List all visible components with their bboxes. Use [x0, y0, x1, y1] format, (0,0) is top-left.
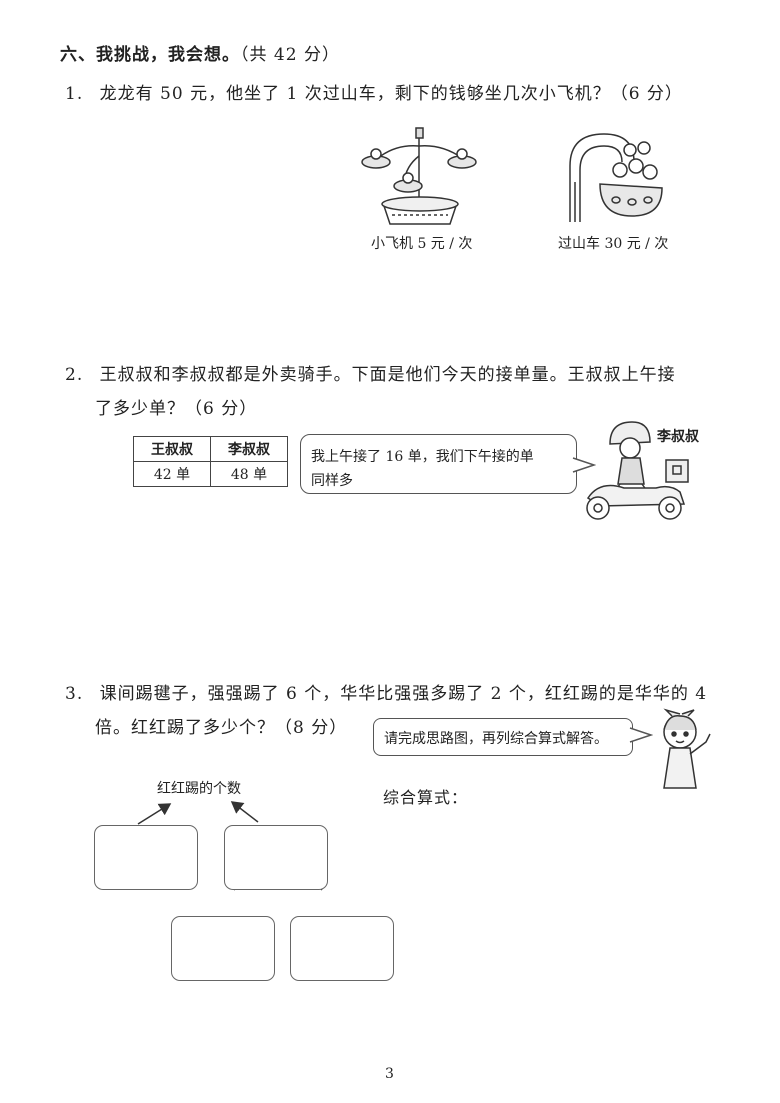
hint-bubble — [373, 718, 633, 756]
arrow-left-up — [137, 803, 172, 825]
speech-bubble-tail — [572, 457, 596, 473]
formula-label: 综合算式： — [383, 788, 469, 807]
question-3-text-line1: 课间踢毽子，强强踢了 6 个，华华比强强多踢了 2 个，红红踢的是华华的 4 — [99, 684, 708, 704]
hint-bubble-tail — [629, 727, 653, 743]
table-header-cell: 王叔叔 — [133, 436, 211, 462]
section-title: 六、我挑战，我会想。 — [60, 45, 240, 65]
coaster-price-caption: 过山车 30 元 / 次 — [558, 236, 669, 252]
table-cell: 42 单 — [133, 461, 211, 487]
arrow-right-up — [230, 801, 259, 823]
orders-table: 王叔叔 李叔叔 42 单 48 单 — [133, 436, 288, 487]
question-2-number: 2. — [65, 365, 84, 385]
question-2: 2. 王叔叔和李叔叔都是外卖骑手。下面是他们今天的接单量。王叔叔上午接 — [65, 360, 676, 385]
flying-plane-ride-illustration — [361, 127, 477, 225]
answer-box-bottom-left[interactable] — [171, 916, 275, 981]
roller-coaster-illustration — [569, 133, 663, 222]
question-1: 1. 龙龙有 50 元，他坐了 1 次过山车，剩下的钱够坐几次小飞机？（6 分） — [65, 79, 683, 104]
question-1-text: 龙龙有 50 元，他坐了 1 次过山车，剩下的钱够坐几次小飞机？（6 分） — [99, 84, 683, 104]
question-3-number: 3. — [65, 684, 84, 704]
table-row: 42 单 48 单 — [133, 461, 288, 487]
question-1-number: 1. — [65, 84, 84, 104]
diagram-top-label: 红红踢的个数 — [157, 781, 241, 797]
plane-price-caption: 小飞机 5 元 / 次 — [371, 236, 473, 252]
question-2-text-line1: 王叔叔和李叔叔都是外卖骑手。下面是他们今天的接单量。王叔叔上午接 — [99, 365, 676, 385]
speech-bubble — [300, 434, 577, 494]
rider-name-label: 李叔叔 — [657, 429, 699, 445]
bubble-text-line2: 同样多 — [311, 473, 353, 489]
section-points: （共 42 分） — [240, 45, 340, 65]
hint-bubble-text: 请完成思路图，再列综合算式解答。 — [384, 731, 608, 747]
answer-box-bottom-right[interactable] — [290, 916, 394, 981]
table-cell: 48 单 — [210, 461, 288, 487]
bubble-text-line1: 我上午接了 16 单，我们下午接的单 — [311, 449, 534, 465]
question-2-text-line2: 了多少单？（6 分） — [95, 399, 258, 419]
table-header-row: 王叔叔 李叔叔 — [133, 436, 288, 462]
answer-box-left[interactable] — [94, 825, 198, 890]
question-3: 3. 课间踢毽子，强强踢了 6 个，华华比强强多踢了 2 个，红红踢的是华华的 … — [65, 679, 707, 704]
answer-box-right[interactable] — [224, 825, 328, 890]
delivery-rider-illustration — [586, 421, 689, 520]
question-3-text-line2: 倍。红红踢了多少个？（8 分） — [95, 718, 348, 738]
section-heading: 六、我挑战，我会想。（共 42 分） — [60, 40, 340, 65]
page-number: 3 — [385, 1066, 394, 1082]
girl-illustration — [663, 708, 711, 789]
table-header-cell: 李叔叔 — [210, 436, 288, 462]
